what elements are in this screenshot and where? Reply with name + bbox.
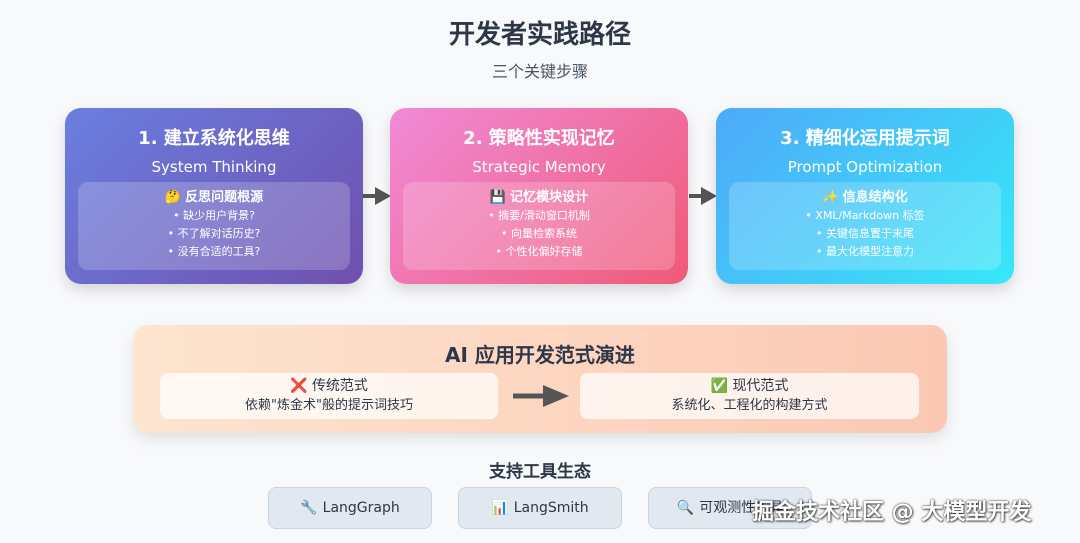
step-detail-heading: 🤔反思问题根源 [78,189,350,207]
evolution-title: AI 应用开发范式演进 [445,343,635,367]
step-detail-heading: 💾记忆模块设计 [403,189,675,207]
bar-chart-icon: 📊 [491,500,509,516]
evolution-arrow-icon [513,385,569,407]
step-detail-item: • 没有合适的工具? [167,245,261,258]
step-detail-item: • 不了解对话历史? [167,227,261,240]
tool-label: 可观测性工具 [699,500,784,516]
step-arrow-icon [363,187,391,205]
step-detail-item: • 个性化偏好存储 [495,245,583,258]
tool-label: LangGraph [322,500,400,516]
new-paradigm-heading: ✅ 现代范式 [580,377,919,396]
step-detail-panel: ✨信息结构化 • XML/Markdown 标签 • 关键信息置于末尾 • 最大… [729,182,1001,270]
step-card-prompt-optimization: 3. 精细化运用提示词 Prompt Optimization ✨信息结构化 •… [716,108,1014,284]
watermark: 掘金技术社区 @ 大模型开发 [752,500,1032,525]
old-paradigm-desc: 依赖"炼金术"般的提示词技巧 [245,398,413,413]
step-subtitle: Strategic Memory [472,158,606,176]
new-paradigm-desc: 系统化、工程化的构建方式 [671,398,828,413]
step-subtitle: Prompt Optimization [787,158,943,176]
tool-langsmith[interactable]: 📊LangSmith [458,487,622,529]
tool-label: LangSmith [513,500,589,516]
step-detail-item: • 摘要/滑动窗口机制 [488,209,590,222]
wrench-icon: 🔧 [300,500,318,516]
step-detail-panel: 🤔反思问题根源 • 缺少用户背景? • 不了解对话历史? • 没有合适的工具? [78,182,350,270]
new-paradigm-label: 现代范式 [732,378,789,394]
step-subtitle: System Thinking [151,158,277,176]
step-detail-item: • 最大化模型注意力 [816,245,914,258]
step-detail-item: • 缺少用户背景? [173,209,255,222]
old-paradigm-box: ❌ 传统范式 依赖"炼金术"般的提示词技巧 [160,373,498,419]
step-card-strategic-memory: 2. 策略性实现记忆 Strategic Memory 💾记忆模块设计 • 摘要… [390,108,688,284]
sparkles-icon: ✨ [822,190,839,205]
tool-langgraph[interactable]: 🔧LangGraph [268,487,432,529]
tools-title: 支持工具生态 [489,462,591,482]
step-detail-heading: ✨信息结构化 [729,189,1001,207]
step-title: 1. 建立系统化思维 [138,128,290,149]
step-title: 2. 策略性实现记忆 [463,128,615,149]
paradigm-evolution-panel: AI 应用开发范式演进 ❌ 传统范式 依赖"炼金术"般的提示词技巧 ✅ 现代范式… [133,325,947,433]
step-arrow-icon [689,187,717,205]
step-detail-panel: 💾记忆模块设计 • 摘要/滑动窗口机制 • 向量检索系统 • 个性化偏好存储 [403,182,675,270]
step-card-system-thinking: 1. 建立系统化思维 System Thinking 🤔反思问题根源 • 缺少用… [65,108,363,284]
step-detail-heading-label: 反思问题根源 [185,190,264,205]
step-detail-item: • XML/Markdown 标签 [805,209,925,222]
step-detail-item: • 向量检索系统 [501,227,577,240]
cross-mark-icon: ❌ [290,378,308,394]
step-detail-item: • 关键信息置于末尾 [816,227,914,240]
magnifier-icon: 🔍 [676,500,695,516]
thinking-face-icon: 🤔 [164,190,182,205]
old-paradigm-heading: ❌ 传统范式 [160,377,498,396]
floppy-disk-icon: 💾 [489,190,507,205]
page-title: 开发者实践路径 [448,20,631,50]
step-detail-heading-label: 记忆模块设计 [510,190,589,205]
step-title: 3. 精细化运用提示词 [780,128,950,149]
step-detail-heading-label: 信息结构化 [842,190,908,205]
tool-observability[interactable]: 🔍可观测性工具 [648,487,812,529]
new-paradigm-box: ✅ 现代范式 系统化、工程化的构建方式 [580,373,919,419]
page-subtitle: 三个关键步骤 [491,62,588,81]
old-paradigm-label: 传统范式 [311,378,368,394]
check-mark-icon: ✅ [710,378,728,394]
